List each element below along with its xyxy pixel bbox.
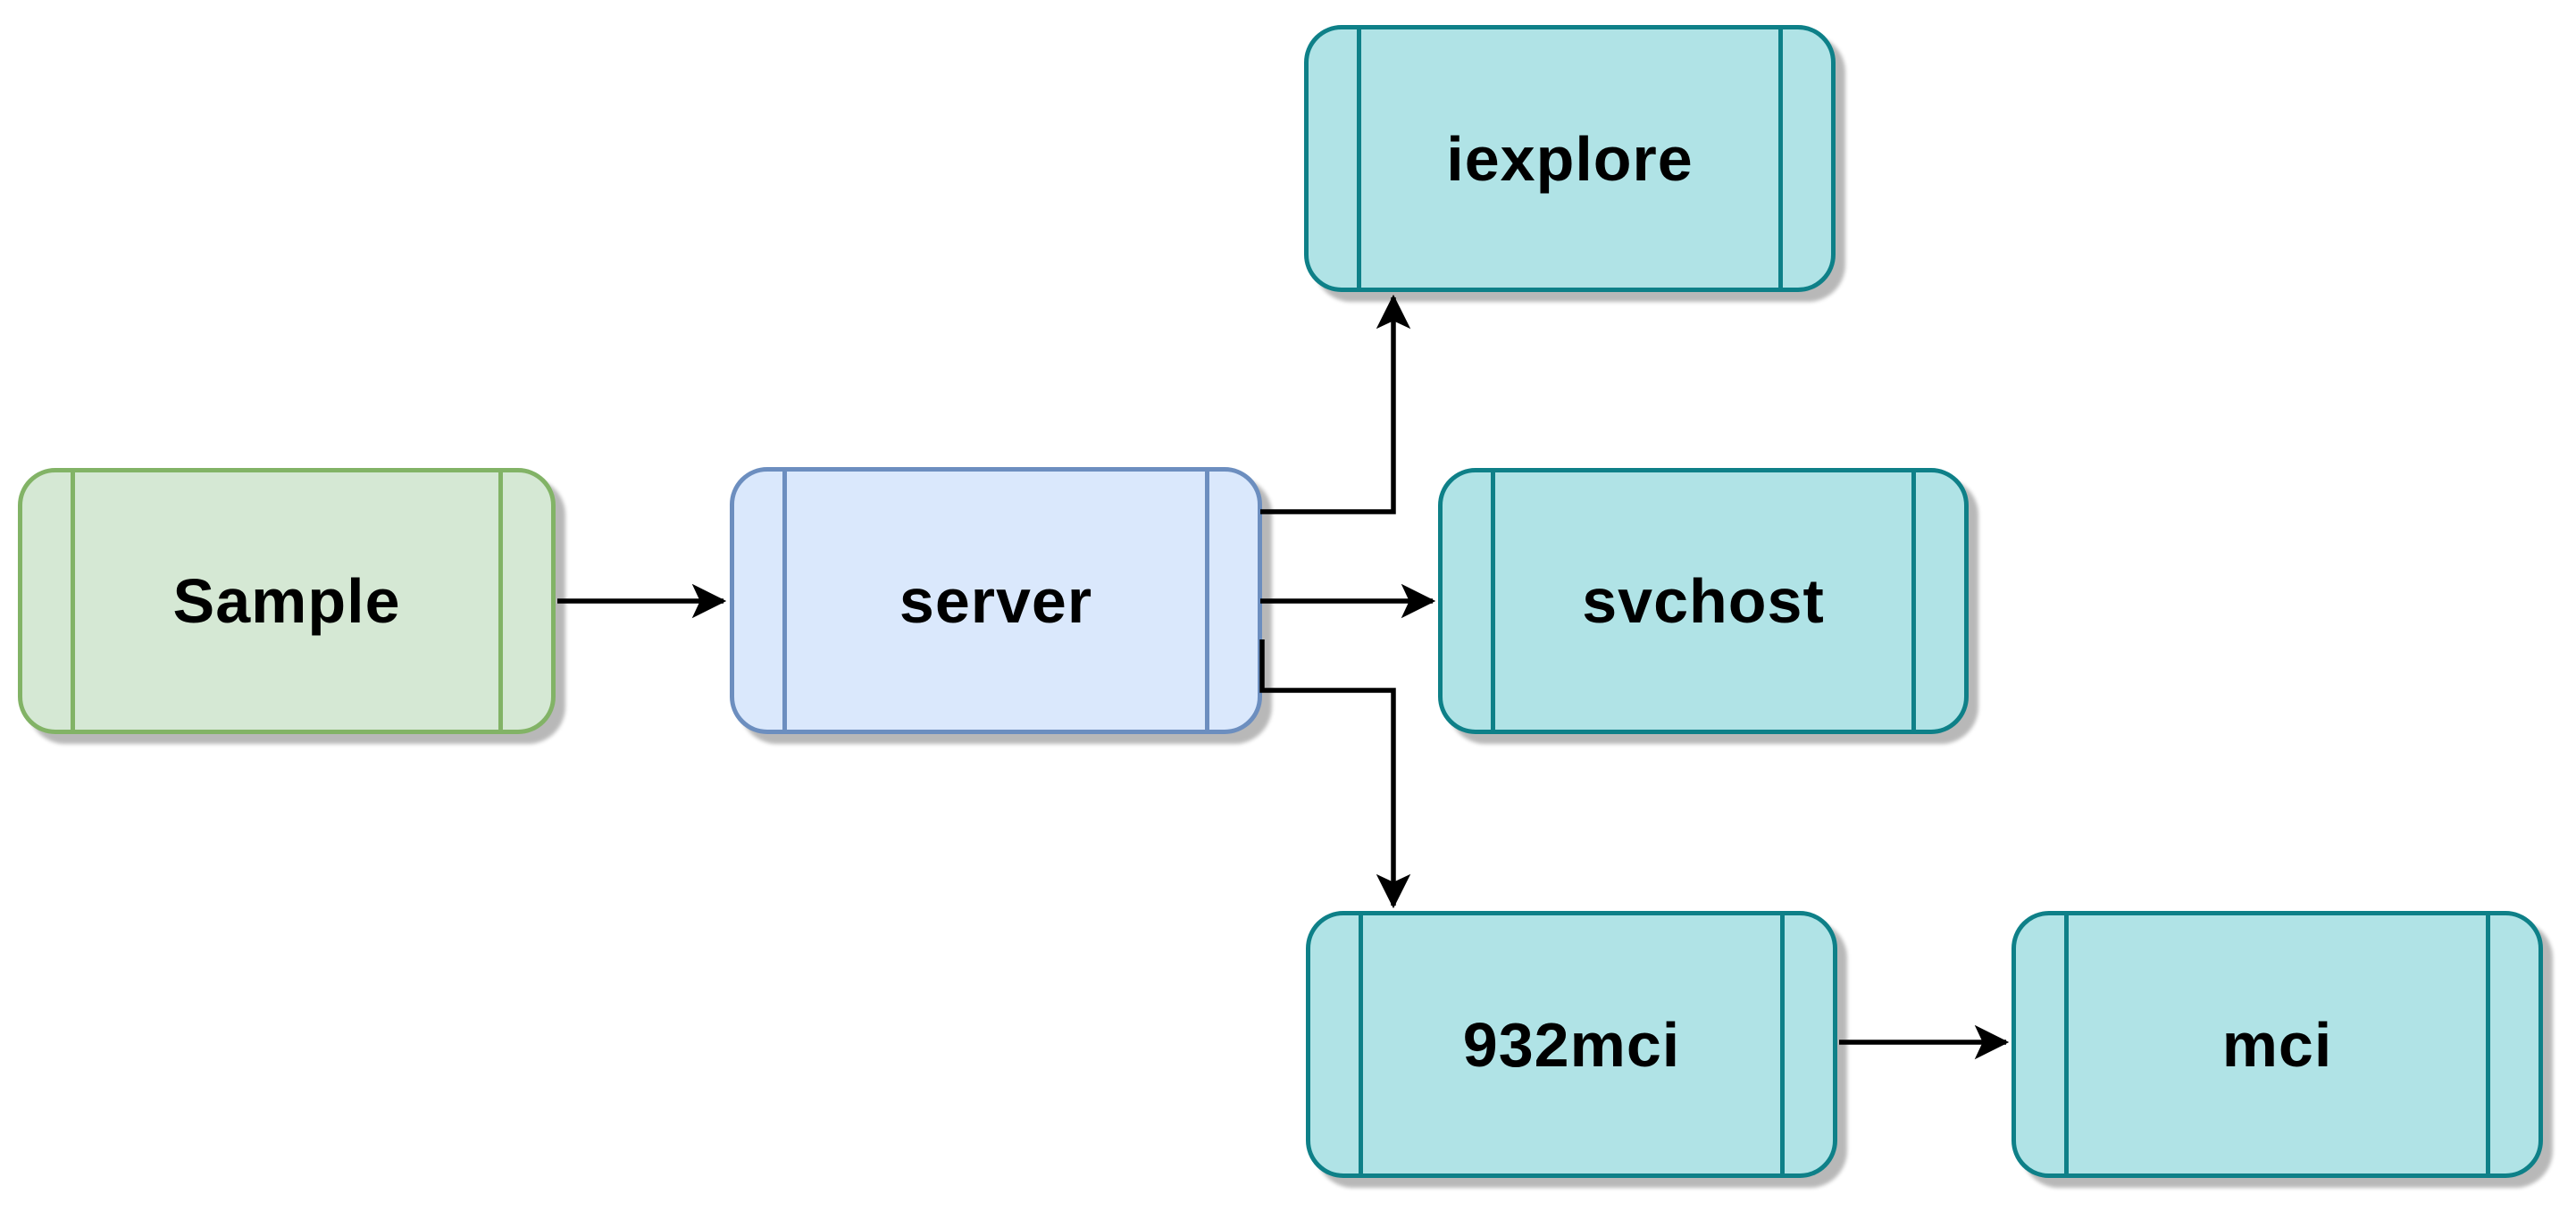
edge-server-iexplore <box>1260 294 1411 514</box>
process-stripe-right <box>498 472 503 730</box>
node-iexplore[interactable]: iexplore <box>1304 25 1836 292</box>
node-label: svchost <box>1582 566 1825 636</box>
process-stripe-left <box>2064 915 2069 1173</box>
process-stripe-left <box>71 472 75 730</box>
process-stripe-right <box>2486 915 2490 1173</box>
node-server[interactable]: server <box>730 467 1262 734</box>
process-stripe-right <box>1205 472 1209 730</box>
node-mci[interactable]: mci <box>2011 911 2543 1178</box>
node-svchost[interactable]: svchost <box>1438 468 1969 734</box>
process-stripe-right <box>1911 472 1916 730</box>
node-label: iexplore <box>1446 123 1694 194</box>
node-label: 932mci <box>1462 1009 1681 1080</box>
node-sample[interactable]: Sample <box>18 468 556 734</box>
node-label: server <box>899 565 1093 636</box>
edge-server-932mci <box>1259 639 1411 909</box>
process-stripe-left <box>1359 915 1363 1173</box>
node-label: mci <box>2221 1009 2333 1080</box>
process-stripe-right <box>1780 915 1785 1173</box>
node-932mci[interactable]: 932mci <box>1306 911 1837 1178</box>
process-stripe-left <box>782 472 787 730</box>
process-stripe-left <box>1357 29 1361 288</box>
process-stripe-left <box>1491 472 1495 730</box>
node-label: Sample <box>172 566 401 636</box>
process-stripe-right <box>1778 29 1783 288</box>
